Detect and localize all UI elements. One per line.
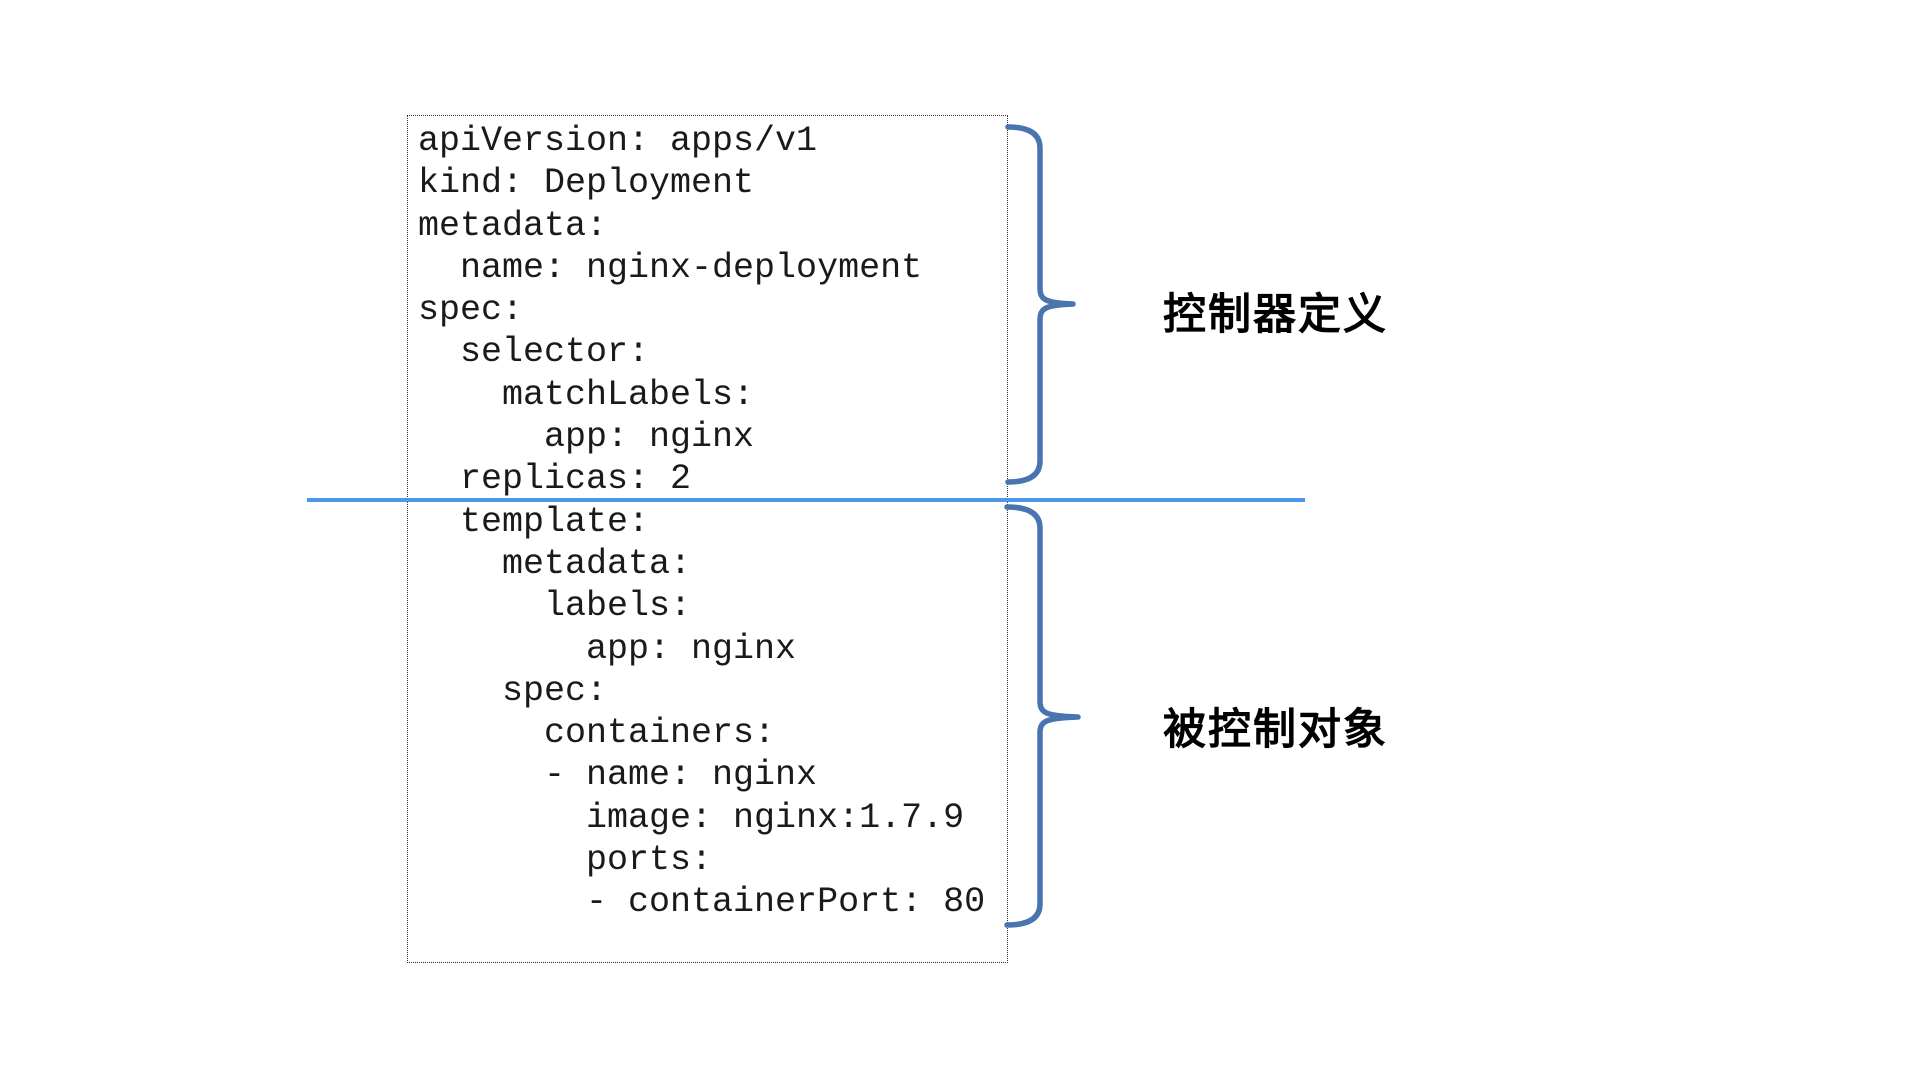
controlled-object-brace	[1004, 504, 1081, 928]
section-divider-line	[307, 498, 1305, 502]
controlled-object-label: 被控制对象	[1163, 706, 1388, 754]
controller-definition-label: 控制器定义	[1163, 291, 1388, 339]
yaml-code: apiVersion: apps/v1 kind: Deployment met…	[418, 121, 986, 923]
controller-definition-brace	[1005, 124, 1076, 485]
yaml-code-box: apiVersion: apps/v1 kind: Deployment met…	[407, 115, 1008, 963]
